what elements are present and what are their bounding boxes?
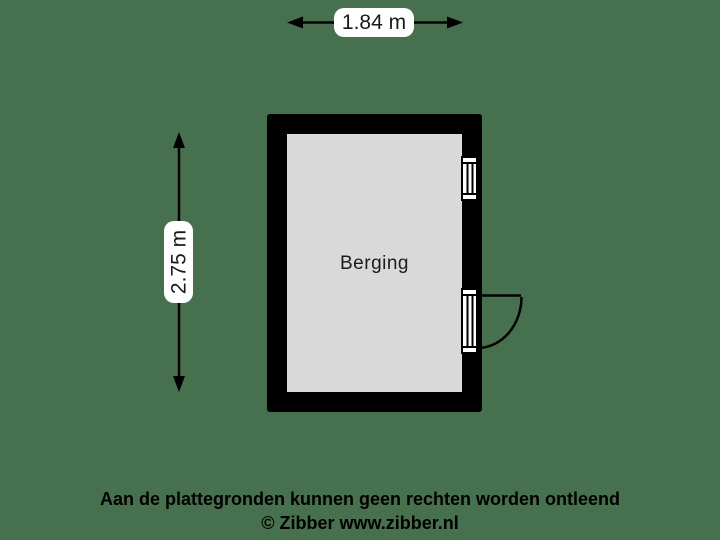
height-dimension-label: 2.75 m: [164, 221, 193, 303]
height-dimension-text: 2.75 m: [167, 229, 190, 295]
copyright-text: © Zibber www.zibber.nl: [261, 513, 459, 533]
room-label: Berging: [340, 253, 409, 274]
door-swing-icon: [477, 294, 523, 350]
door-panel: [466, 296, 473, 346]
door-frame-bottom: [463, 346, 476, 348]
width-dimension-label: 1.84 m: [334, 8, 414, 37]
room-walls: [267, 114, 482, 412]
door-icon: [461, 288, 478, 354]
room-floor: [287, 134, 462, 392]
disclaimer-text: Aan de plattegronden kunnen geen rechten…: [99, 489, 621, 509]
window-glazing: [466, 164, 473, 193]
window-frame-bottom: [463, 193, 476, 195]
window-icon: [461, 156, 478, 201]
door-frame-top: [463, 294, 476, 296]
window-frame-top: [463, 162, 476, 164]
